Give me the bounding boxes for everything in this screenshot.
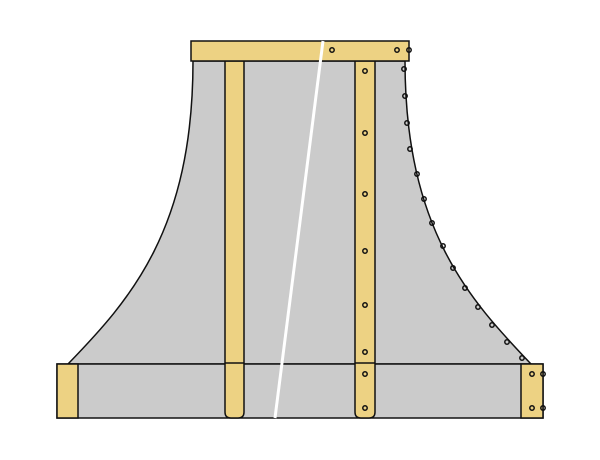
top-band	[190, 40, 410, 62]
rivet	[429, 220, 435, 226]
rivet	[362, 302, 368, 308]
rivet	[475, 304, 481, 310]
rivet	[540, 405, 546, 411]
rivets	[329, 47, 546, 411]
rivet	[519, 355, 525, 361]
rivet	[329, 47, 335, 53]
rivet	[362, 248, 368, 254]
rivet	[362, 68, 368, 74]
rivet	[540, 371, 546, 377]
rivet	[362, 349, 368, 355]
hood-body	[66, 60, 533, 365]
rivet	[401, 66, 407, 72]
rivet	[362, 191, 368, 197]
rivet	[402, 93, 408, 99]
bottom-band	[56, 363, 544, 419]
left-corner-block	[56, 363, 79, 419]
rivet	[404, 120, 410, 126]
right-corner-block	[520, 363, 544, 419]
left-vertical-strap	[224, 60, 245, 419]
reflection-highlight	[273, 40, 325, 419]
rivet	[462, 285, 468, 291]
rivet	[421, 196, 427, 202]
right-vertical-strap	[354, 60, 376, 419]
rivet	[489, 322, 495, 328]
rivet	[414, 171, 420, 177]
rivet	[450, 265, 456, 271]
rivet	[440, 243, 446, 249]
rivet	[529, 371, 535, 377]
rivet	[394, 47, 400, 53]
rivet	[362, 371, 368, 377]
rivet	[504, 339, 510, 345]
rivet	[406, 47, 412, 53]
rivet	[407, 146, 413, 152]
rivet	[362, 130, 368, 136]
rivet	[529, 405, 535, 411]
rivet	[362, 405, 368, 411]
